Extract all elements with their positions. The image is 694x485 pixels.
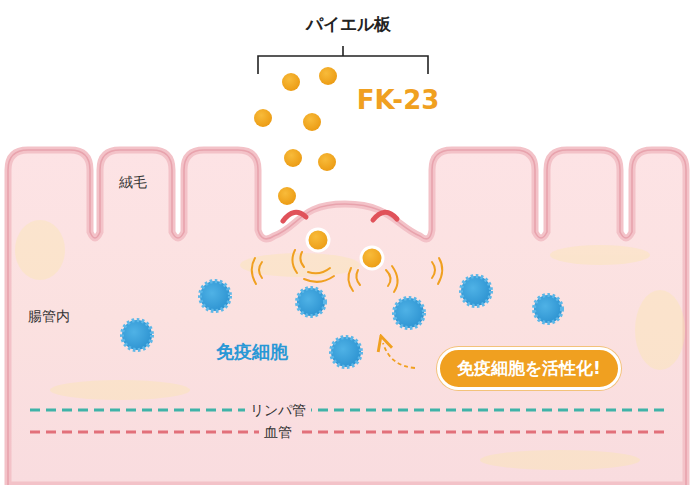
signal-waves xyxy=(252,250,443,292)
part-label: 絨毛 xyxy=(119,174,147,191)
m-cell xyxy=(283,212,306,221)
m-cell xyxy=(373,212,397,220)
lymph-vessel-line xyxy=(30,409,670,412)
vessel-label: リンパ管 xyxy=(245,402,311,419)
tissue-texture xyxy=(15,220,685,470)
bracket xyxy=(258,46,428,74)
tissue-outline xyxy=(8,150,686,485)
absorbed-particles xyxy=(307,229,383,269)
part-label: 腸管内 xyxy=(28,308,70,325)
bacteria-name: FK-23 xyxy=(357,85,440,116)
cell-label: 免疫細胞 xyxy=(216,341,288,363)
blood-vessel-line xyxy=(30,431,670,434)
leader-arrow xyxy=(383,343,415,368)
vessel-label: 血管 xyxy=(259,424,297,441)
callout-text: 免疫細胞を活性化! xyxy=(457,357,601,379)
region-title: パイエル板 xyxy=(306,14,391,34)
callout-pill: 免疫細胞を活性化! xyxy=(437,347,621,390)
fk23-particles xyxy=(254,67,337,205)
intestinal-tissue xyxy=(8,150,686,485)
